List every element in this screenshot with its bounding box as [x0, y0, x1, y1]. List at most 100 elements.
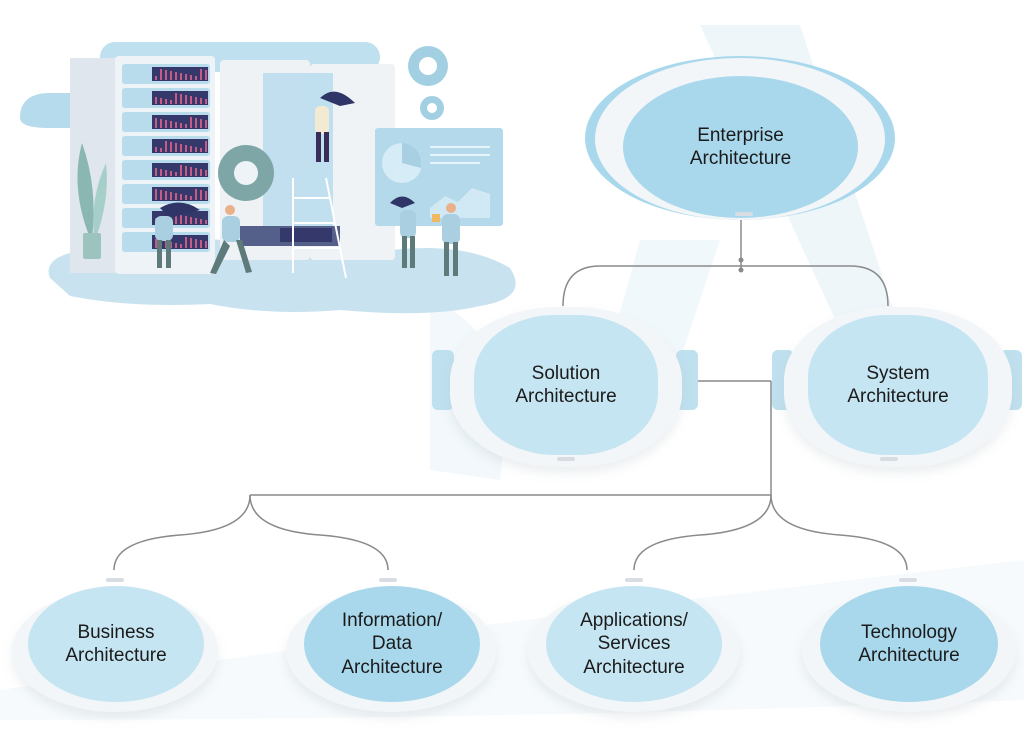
server-meter-bar — [175, 214, 177, 224]
server-meter-bar — [185, 74, 187, 80]
server-meter-bar — [175, 172, 177, 176]
server-meter-bar — [200, 119, 202, 128]
server-meter-bar — [165, 70, 167, 80]
node-label: Applications/ Services Architecture — [580, 610, 688, 678]
connector-root-to-system — [741, 265, 889, 307]
node-label: Enterprise Architecture — [689, 124, 792, 169]
server-meter-bar — [180, 144, 182, 152]
server-meter-bar — [200, 240, 202, 248]
server-meter-bar — [165, 170, 167, 176]
server-meter-bar — [185, 237, 187, 248]
node-side-tab-left — [432, 350, 454, 410]
server-meter-bar — [155, 118, 157, 128]
server-meter-bar — [160, 148, 162, 152]
illustration — [20, 42, 516, 314]
server-meter-bar — [170, 142, 172, 152]
server-meter-bar — [185, 195, 187, 200]
bg-swoosh-bottom — [0, 560, 1024, 720]
server-meter-bar — [170, 71, 172, 80]
node-label: Solution Architecture — [515, 362, 617, 407]
server-meter-bar — [200, 148, 202, 152]
server-meter-bar — [190, 238, 192, 248]
node-body: Applications/ Services Architecture — [546, 586, 722, 702]
server-meter-bar — [180, 94, 182, 104]
server-meter-bar — [175, 143, 177, 152]
server-meter-bar — [170, 100, 172, 104]
server-meter-bar — [170, 121, 172, 128]
node-label: Business Architecture — [65, 621, 167, 666]
server-meter-bar — [180, 165, 182, 176]
node-solution-architecture[interactable]: Solution Architecture — [432, 305, 700, 483]
server-meter-bar — [195, 97, 197, 104]
node-label: Technology Architecture — [858, 621, 960, 666]
server-meter-bar — [160, 119, 162, 128]
server-meter-bar — [170, 192, 172, 200]
server-meter-bar — [190, 196, 192, 200]
ladder-icon — [292, 177, 347, 279]
node-body: System Architecture — [808, 315, 988, 455]
server-meter-bar — [155, 239, 157, 248]
node-label: System Architecture — [847, 362, 949, 407]
server-meter-bar — [190, 217, 192, 224]
dashboard-panel — [263, 73, 333, 233]
connector-dot — [738, 257, 744, 263]
server-meter-bar — [155, 189, 157, 200]
server-meter-bar — [180, 215, 182, 224]
node-enterprise-architecture[interactable]: Enterprise Architecture — [585, 56, 895, 220]
server-meter-bar — [195, 147, 197, 152]
node-information-data-architecture[interactable]: Information/ Data Architecture — [286, 578, 496, 718]
server-meter-bar — [200, 69, 202, 80]
server-meter-bar — [205, 99, 207, 104]
server-meter-bar — [205, 220, 207, 224]
node-notch — [557, 457, 575, 461]
node-notch — [379, 578, 397, 582]
gear-icon — [218, 46, 448, 201]
server-meter-bar — [200, 219, 202, 224]
server-meter-bar — [160, 169, 162, 176]
server-meter-bar — [200, 190, 202, 200]
server-rack-icon — [70, 56, 215, 274]
node-body: Business Architecture — [28, 586, 204, 702]
node-body: Solution Architecture — [474, 315, 658, 455]
server-meter-bar — [185, 145, 187, 152]
server-meter-bar — [180, 73, 182, 80]
server-meter-bar — [165, 120, 167, 128]
server-meter-bar — [155, 76, 157, 80]
server-meter-bar — [205, 70, 207, 80]
server-meter-bar — [185, 166, 187, 176]
node-body: Information/ Data Architecture — [304, 586, 480, 702]
plant-icon — [77, 143, 107, 259]
node-body: Enterprise Architecture — [623, 76, 858, 218]
server-meter-bar — [195, 239, 197, 248]
connector-root-to-solution — [562, 265, 741, 307]
node-notch — [899, 578, 917, 582]
node-label: Information/ Data Architecture — [341, 610, 443, 678]
server-meter-bar — [180, 123, 182, 128]
server-meter-bar — [200, 169, 202, 176]
connector-to-applications — [633, 494, 772, 571]
server-meter-bar — [170, 171, 172, 176]
server-meter-bar — [175, 72, 177, 80]
server-meter-bar — [190, 117, 192, 128]
server-meter-bar — [190, 167, 192, 176]
connector-to-information — [249, 494, 389, 571]
server-meter-bar — [160, 69, 162, 80]
server-meter-bar — [195, 118, 197, 128]
server-meter-bar — [190, 146, 192, 152]
server-meter-bar — [195, 218, 197, 224]
node-applications-services-architecture[interactable]: Applications/ Services Architecture — [528, 578, 740, 718]
server-meter-bar — [205, 170, 207, 176]
server-meter-bar — [205, 241, 207, 248]
node-notch — [106, 578, 124, 582]
node-business-architecture[interactable]: Business Architecture — [12, 578, 218, 718]
server-meter-bar — [195, 189, 197, 200]
server-meter-bar — [180, 194, 182, 200]
node-technology-architecture[interactable]: Technology Architecture — [802, 578, 1016, 718]
server-meter-bar — [155, 147, 157, 152]
node-system-architecture[interactable]: System Architecture — [772, 305, 1024, 483]
server-meter-bar — [165, 99, 167, 104]
server-meter-bar — [185, 95, 187, 104]
server-meter-bar — [205, 120, 207, 128]
server-meter-bar — [165, 191, 167, 200]
